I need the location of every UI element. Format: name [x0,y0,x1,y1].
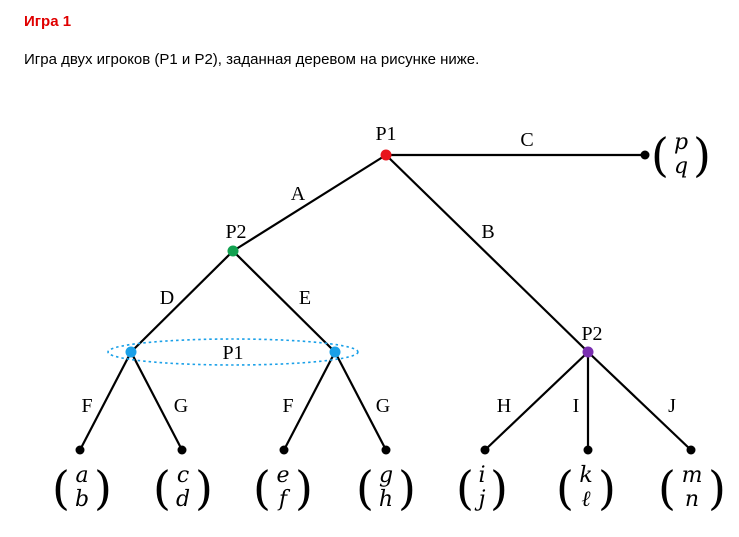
info-set-node-left [125,346,137,358]
information-set-ellipse [107,338,359,366]
payoff-vector: ( ) m n [658,461,726,515]
edge-label-g-right: G [376,395,390,417]
payoff-top: g [379,463,393,488]
left-paren: ( [52,461,70,515]
edge-label-c: C [520,129,533,151]
payoff-vector: ( ) i j [456,461,508,515]
right-paren: ) [94,461,112,515]
left-paren: ( [658,461,676,515]
payoff-bottom: b [75,487,89,512]
right-paren: ) [195,461,213,515]
game-description: Игра двух игроков (P1 и P2), заданная де… [24,51,480,68]
player-label-p2-left: P2 [225,221,246,243]
p2-left-node [227,245,239,257]
p2-right-node [582,346,594,358]
edge-b [385,154,589,353]
payoff-bottom: h [379,487,393,512]
edge-label-d: D [160,287,174,309]
left-paren: ( [556,461,574,515]
edge-d [130,250,234,353]
payoff-vector: ( ) c d [153,461,213,515]
payoff-bottom: q [674,154,688,179]
left-paren: ( [456,461,474,515]
right-paren: ) [398,461,416,515]
edge-f-left [79,351,132,451]
leaf-node [583,445,593,455]
player-label-info-set: P1 [222,342,243,364]
left-paren: ( [153,461,171,515]
payoff-vector: ( ) k ℓ [556,461,616,515]
edge-label-e: E [299,287,311,309]
edge-label-f-left: F [81,395,92,417]
leaf-node [686,445,696,455]
leaf-node [75,445,85,455]
edge-label-i: I [573,395,580,417]
right-paren: ) [295,461,313,515]
right-paren: ) [490,461,508,515]
edge-e [232,250,336,353]
leaf-node [177,445,187,455]
left-paren: ( [356,461,374,515]
root-node [380,149,392,161]
player-label-root: P1 [375,123,396,145]
game-title: Игра 1 [24,13,72,30]
right-paren: ) [693,128,711,182]
payoff-top: p [674,130,688,155]
info-set-node-right [329,346,341,358]
edge-g-left [130,351,183,451]
payoff-vector: ( ) e f [253,461,313,515]
leaf-node [480,445,490,455]
right-paren: ) [598,461,616,515]
payoff-bottom: d [176,487,190,512]
left-paren: ( [253,461,271,515]
payoff-bottom: f [277,487,291,512]
edge-label-g-left: G [174,395,188,417]
edge-label-a: A [291,183,306,205]
edge-label-b: B [481,221,494,243]
payoff-top: m [682,463,703,488]
player-label-p2-right: P2 [581,323,602,345]
payoff-top: k [579,463,592,488]
leaf-node [279,445,289,455]
payoff-top: a [75,463,88,488]
payoff-vector: ( ) a b [52,461,112,515]
right-paren: ) [708,461,726,515]
edge-g-right [334,351,387,451]
edge-label-h: H [497,395,511,417]
payoff-top: e [276,463,289,488]
payoff-bottom: ℓ [581,487,591,512]
payoff-vector: ( ) p q [651,128,711,182]
payoff-bottom: n [685,487,699,512]
edge-f-right [283,351,336,451]
edge-label-f-right: F [282,395,293,417]
edge-h [484,351,589,451]
edge-a [232,154,387,252]
edge-j [587,351,692,451]
left-paren: ( [651,128,669,182]
payoff-bottom: j [474,487,486,512]
payoff-top: c [177,463,189,488]
payoff-vector: ( ) g h [356,461,416,515]
edge-label-j: J [668,395,676,417]
leaf-node [381,445,391,455]
payoff-top: i [478,463,485,488]
leaf-node [640,150,650,160]
